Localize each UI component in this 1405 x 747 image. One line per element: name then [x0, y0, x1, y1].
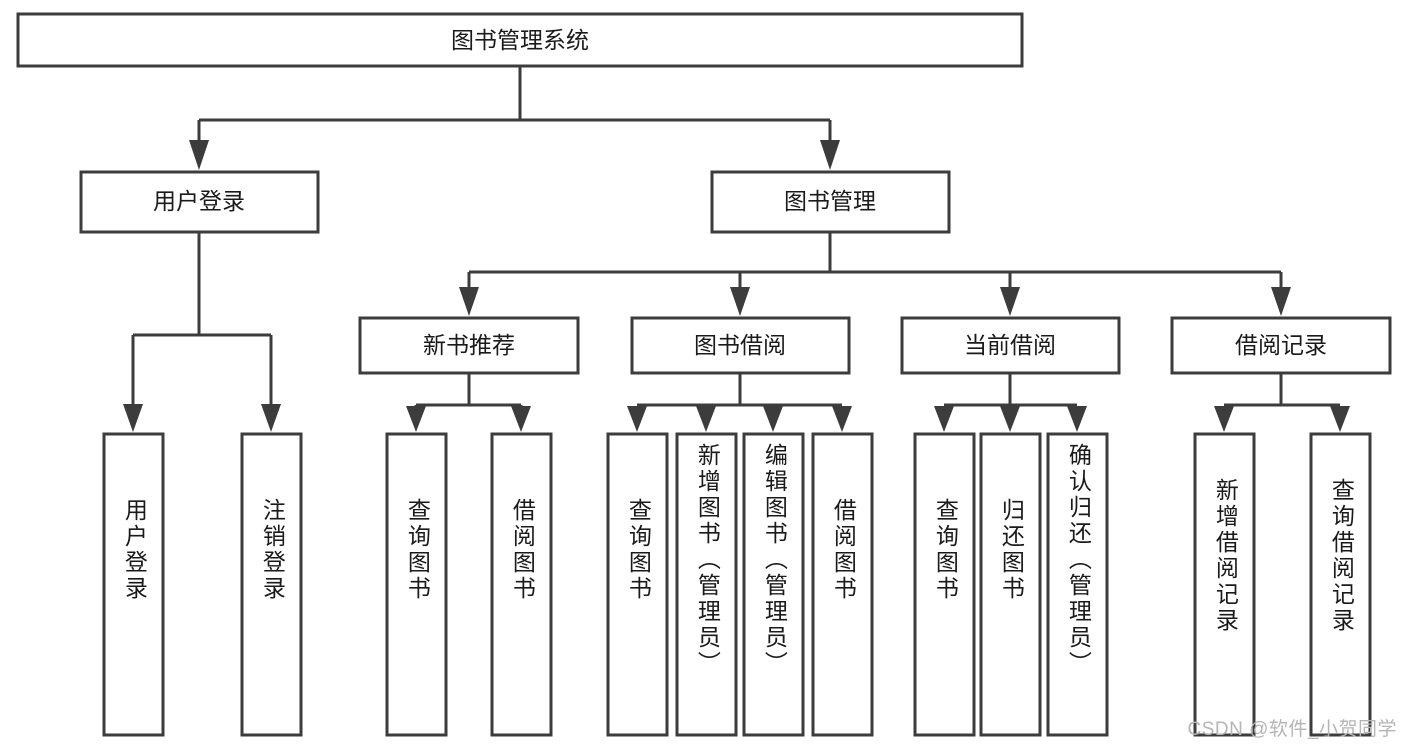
node-book-management-box[interactable] [710, 170, 951, 234]
node-user-login[interactable]: 用户登录 [79, 170, 320, 234]
leaf-box-query-book-3[interactable] [913, 432, 976, 737]
node-book-management-label: 图书管理 [784, 188, 876, 214]
leaf-box-borrow-book-2[interactable] [811, 432, 874, 737]
leaf-box-user-login[interactable] [102, 432, 165, 737]
node-book-borrow-label: 图书借阅 [694, 332, 786, 358]
node-root-box[interactable] [16, 12, 1024, 68]
arrowhead-current-borrow [1000, 287, 1020, 316]
leaf-box-query-borrow-record[interactable] [1309, 432, 1372, 737]
arrowhead-leaf-query-book-1 [406, 406, 426, 432]
node-user-login-box[interactable] [79, 170, 320, 234]
leaf-box-return-book[interactable] [979, 432, 1042, 737]
arrowhead-leaf-logout-login [261, 404, 281, 432]
node-root-system[interactable]: 图书管理系统 [16, 12, 1024, 68]
arrowhead-book-borrow [730, 287, 750, 316]
leaf-box-query-book-2[interactable] [606, 432, 669, 737]
node-current-borrow-label: 当前借阅 [964, 332, 1056, 358]
node-user-login-label: 用户登录 [153, 188, 245, 214]
arrowhead-leaf-edit-book-admin [763, 406, 783, 432]
leaf-box-borrow-book-1[interactable] [490, 432, 553, 737]
arrowhead-borrow-record [1271, 287, 1291, 316]
arrowhead-leaf-return-book [1000, 406, 1020, 432]
arrowhead-book-management [820, 140, 840, 170]
node-borrow-record[interactable]: 借阅记录 [1170, 316, 1392, 375]
node-root-label: 图书管理系统 [451, 27, 589, 53]
node-borrow-record-label: 借阅记录 [1235, 332, 1327, 358]
node-new-book-recommend-box[interactable] [358, 316, 580, 375]
node-book-borrow[interactable]: 图书借阅 [630, 316, 851, 375]
csdn-watermark: CSDN @软件_小贺同学 [1187, 719, 1397, 740]
node-book-management[interactable]: 图书管理 [710, 170, 951, 234]
arrowhead-user-login [189, 140, 209, 170]
node-new-book-recommend-label: 新书推荐 [423, 332, 515, 358]
leaf-box-confirm-return-admin[interactable] [1046, 432, 1109, 737]
leaf-box-logout-login[interactable] [240, 432, 303, 737]
arrowhead-leaf-add-borrow-record [1214, 406, 1234, 432]
leaf-box-edit-book-admin[interactable] [742, 432, 805, 737]
leaf-box-layer [102, 432, 1372, 737]
node-new-book-recommend[interactable]: 新书推荐 [358, 316, 580, 375]
arrowhead-leaf-user-login [123, 404, 143, 432]
arrowhead-leaf-borrow-book-2 [832, 406, 852, 432]
arrowhead-new-book-recommend [459, 287, 479, 316]
node-borrow-record-box[interactable] [1170, 316, 1392, 375]
arrowhead-leaf-query-borrow-record [1330, 406, 1350, 432]
leaf-box-add-book-admin[interactable] [675, 432, 738, 737]
leaf-box-add-borrow-record[interactable] [1193, 432, 1256, 737]
node-current-borrow[interactable]: 当前借阅 [900, 316, 1121, 375]
node-book-borrow-box[interactable] [630, 316, 851, 375]
arrowhead-leaf-confirm-return-admin [1067, 406, 1087, 432]
arrowhead-leaf-add-book-admin [696, 406, 716, 432]
node-current-borrow-box[interactable] [900, 316, 1121, 375]
arrowhead-leaf-query-book-2 [627, 406, 647, 432]
arrowhead-leaf-borrow-book-1 [511, 406, 531, 432]
connector-layer [123, 66, 1350, 432]
leaf-box-query-book-1[interactable] [385, 432, 448, 737]
arrowhead-leaf-query-book-3 [934, 406, 954, 432]
